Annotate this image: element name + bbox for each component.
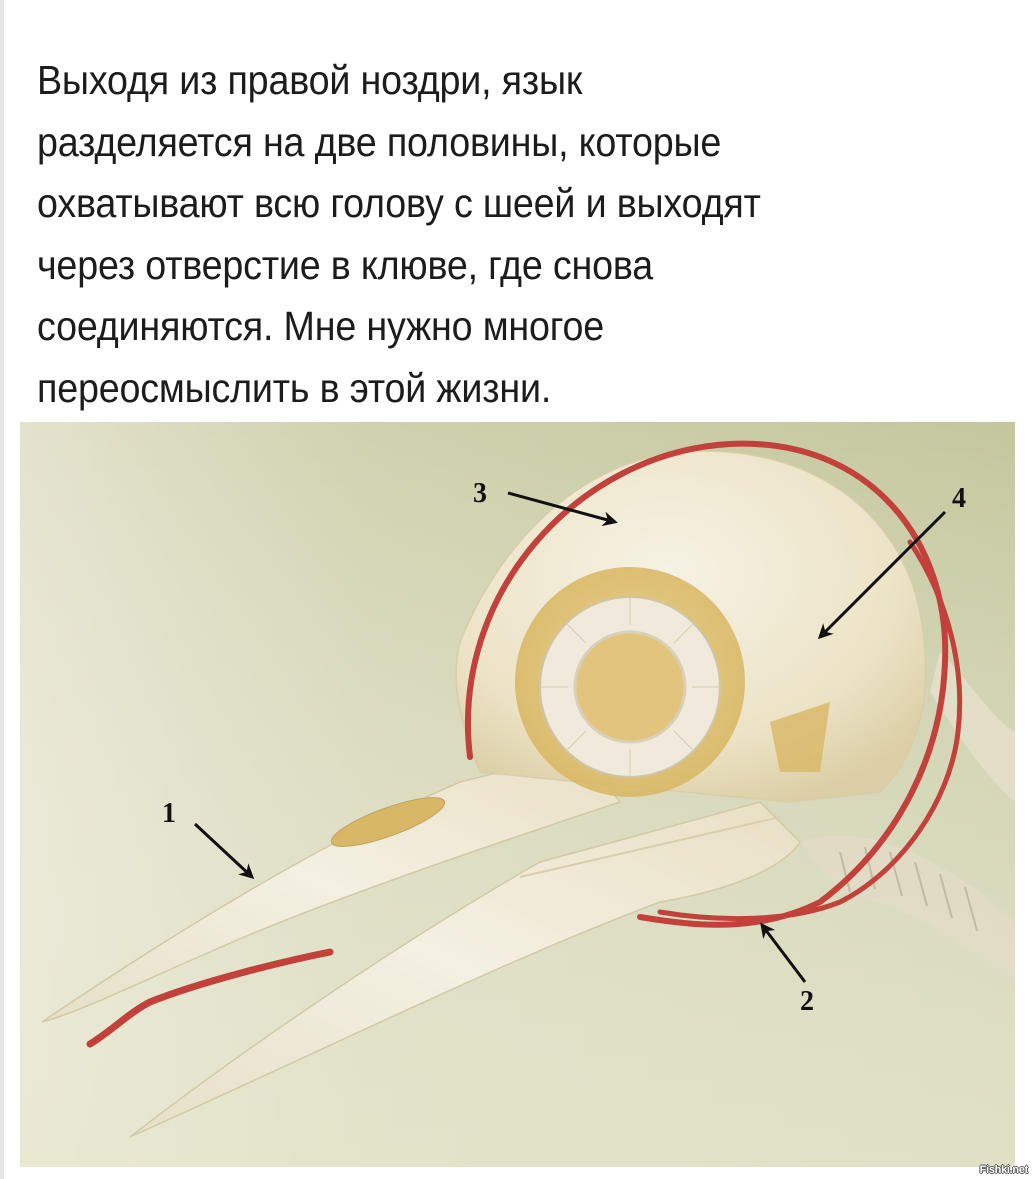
lower-beak [129,801,801,1138]
caption-line: переосмыслить в этой жизни. [37,364,552,411]
left-edge-strip [0,0,4,1179]
upper-beak [41,751,622,1023]
diagram-labels: 1 3 4 2 [162,478,966,1017]
caption-line: Выходя из правой ноздри, язык [37,57,583,103]
post-caption: Выходя из правой ноздри, язык разделяетс… [37,50,948,419]
caption-line: через отверстие в клюве, где снова [37,241,654,288]
caption-line: соединяются. Мне нужно многое [37,303,605,349]
label-1: 1 [162,798,176,829]
label-3: 3 [473,478,487,509]
caption-line: разделяется на две половины, которые [37,118,722,165]
skull-diagram-image[interactable]: 1 3 4 2 [20,422,1015,1167]
watermark: Fishki.net [979,1164,1029,1176]
label-2: 2 [800,986,814,1017]
pointer-arrows [193,491,947,983]
tongue-loops [86,440,963,1048]
caption-line: охватывают всю голову с шеей и выходят [37,180,761,226]
label-4: 4 [952,483,966,514]
